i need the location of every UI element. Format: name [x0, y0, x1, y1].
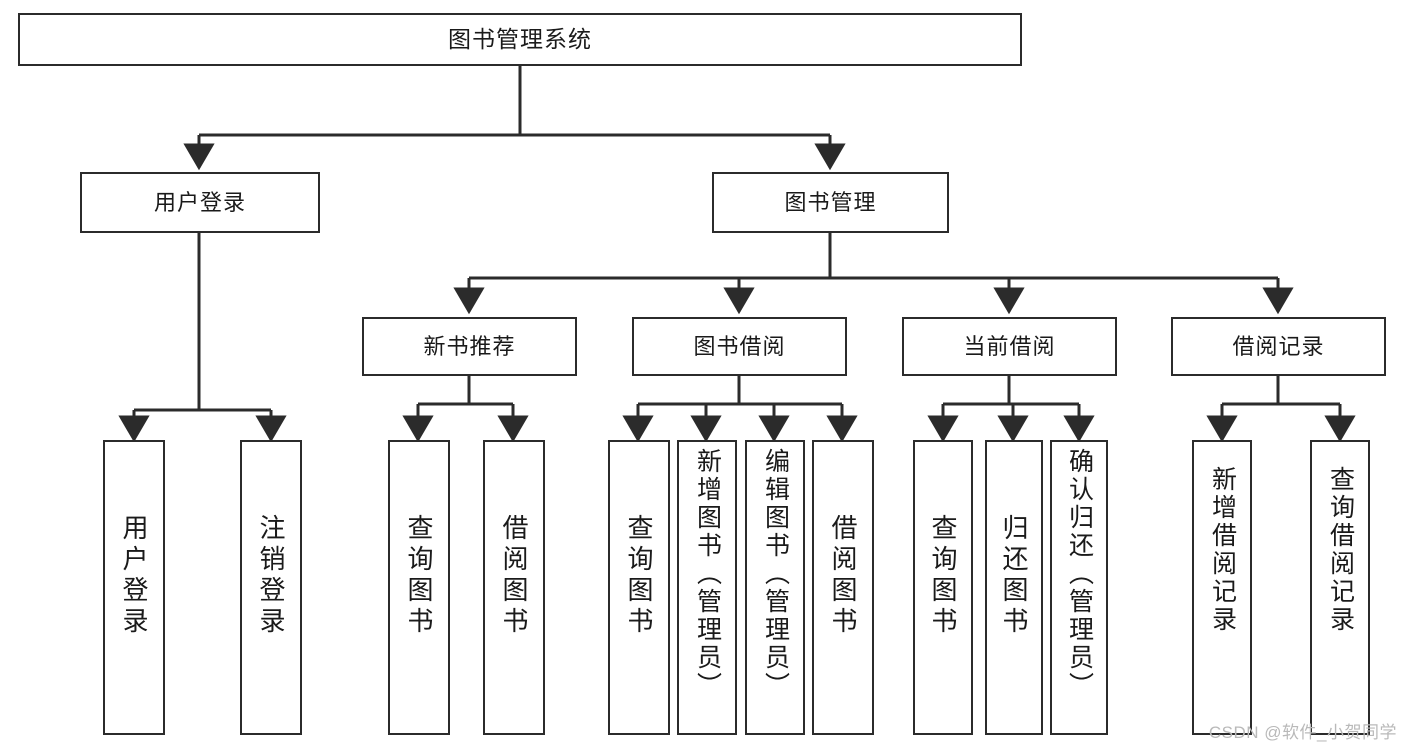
node-leaf-add-book-label: 新增图书（管理员）	[693, 448, 722, 700]
node-leaf-edit-book[interactable]: 编辑图书（管理员）	[745, 440, 805, 735]
node-leaf-user-logout[interactable]: 注销登录	[240, 440, 302, 735]
node-borrow-record-label: 借阅记录	[1232, 333, 1325, 359]
node-new-book-recommend[interactable]: 新书推荐	[362, 317, 577, 376]
node-borrow-record[interactable]: 借阅记录	[1171, 317, 1386, 376]
node-leaf-borrow-book-1-label: 借阅图书	[499, 514, 529, 638]
node-book-borrow-label: 图书借阅	[693, 333, 786, 359]
node-book-manage[interactable]: 图书管理	[712, 172, 949, 233]
node-leaf-add-record-label: 新增借阅记录	[1208, 466, 1237, 634]
node-leaf-borrow-book-2[interactable]: 借阅图书	[812, 440, 874, 735]
node-user-login-label: 用户登录	[153, 189, 246, 215]
node-leaf-return-book[interactable]: 归还图书	[985, 440, 1043, 735]
node-leaf-query-book-3-label: 查询图书	[928, 514, 958, 638]
node-leaf-confirm-return[interactable]: 确认归还（管理员）	[1050, 440, 1108, 735]
node-book-borrow[interactable]: 图书借阅	[632, 317, 847, 376]
node-current-borrow-label: 当前借阅	[963, 333, 1056, 359]
node-leaf-user-login[interactable]: 用户登录	[103, 440, 165, 735]
csdn-watermark: CSDN @软件_小贺同学	[1208, 723, 1397, 742]
node-user-login[interactable]: 用户登录	[80, 172, 320, 233]
node-leaf-query-book-1-label: 查询图书	[404, 514, 434, 638]
node-current-borrow[interactable]: 当前借阅	[902, 317, 1117, 376]
node-leaf-return-book-label: 归还图书	[999, 514, 1029, 638]
node-leaf-confirm-return-label: 确认归还（管理员）	[1065, 448, 1094, 700]
node-leaf-query-record[interactable]: 查询借阅记录	[1310, 440, 1370, 735]
node-leaf-user-login-label: 用户登录	[119, 514, 149, 638]
node-leaf-borrow-book-1[interactable]: 借阅图书	[483, 440, 545, 735]
node-leaf-query-book-2-label: 查询图书	[624, 514, 654, 638]
node-leaf-query-record-label: 查询借阅记录	[1326, 466, 1355, 634]
node-root[interactable]: 图书管理系统	[18, 13, 1022, 66]
node-leaf-borrow-book-2-label: 借阅图书	[828, 514, 858, 638]
node-new-book-recommend-label: 新书推荐	[423, 333, 516, 359]
node-book-manage-label: 图书管理	[784, 189, 877, 215]
node-leaf-query-book-2[interactable]: 查询图书	[608, 440, 670, 735]
node-root-label: 图书管理系统	[448, 25, 592, 52]
node-leaf-add-book[interactable]: 新增图书（管理员）	[677, 440, 737, 735]
node-leaf-query-book-1[interactable]: 查询图书	[388, 440, 450, 735]
node-leaf-add-record[interactable]: 新增借阅记录	[1192, 440, 1252, 735]
node-leaf-query-book-3[interactable]: 查询图书	[913, 440, 973, 735]
node-leaf-user-logout-label: 注销登录	[256, 514, 286, 638]
node-leaf-edit-book-label: 编辑图书（管理员）	[761, 448, 790, 700]
